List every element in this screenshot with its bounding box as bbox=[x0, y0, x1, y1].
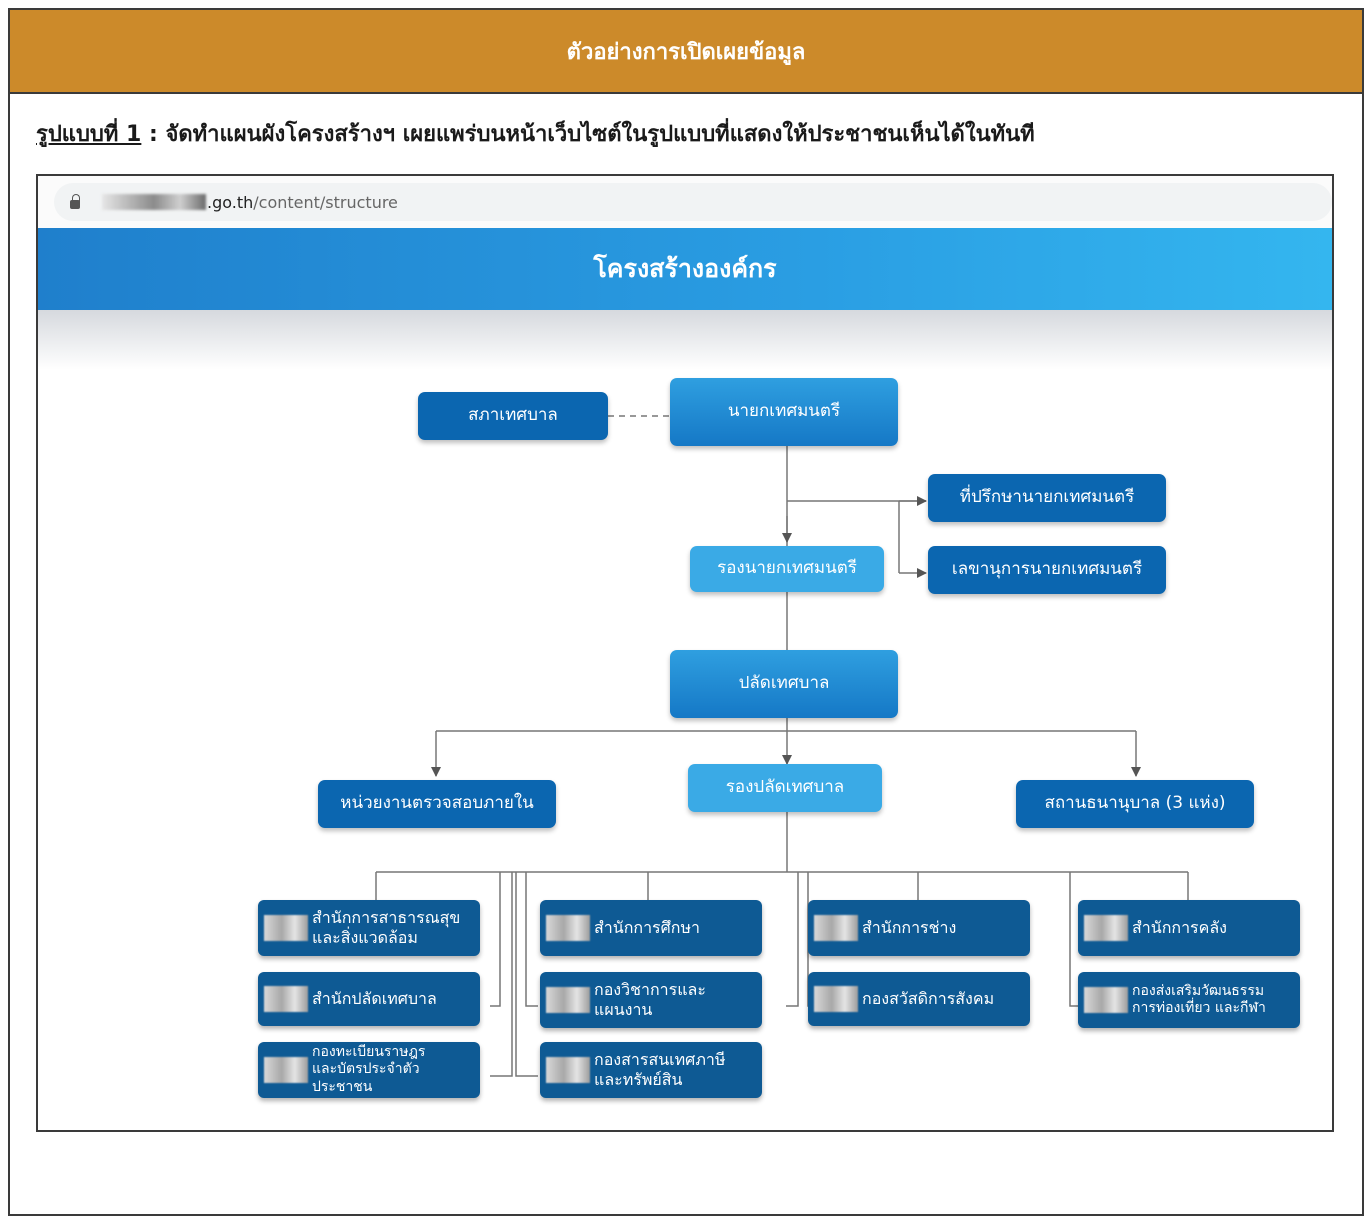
blurred-unit-number bbox=[814, 986, 858, 1012]
blurred-domain bbox=[102, 194, 206, 210]
blurred-unit-number bbox=[546, 987, 590, 1013]
unit-label: กองส่งเสริมวัฒนธรรมการท่องเที่ยว และกีฬา bbox=[1132, 982, 1266, 1017]
unit-academic: กองวิชาการและแผนงาน bbox=[540, 972, 762, 1028]
unit-clerk-office: สำนักปลัดเทศบาล bbox=[258, 972, 480, 1026]
header-shadow bbox=[38, 310, 1332, 370]
lock-icon bbox=[70, 193, 80, 209]
unit-label: กองวิชาการและแผนงาน bbox=[594, 980, 706, 1019]
unit-education: สำนักการศึกษา bbox=[540, 900, 762, 956]
node-mayor: นายกเทศมนตรี bbox=[670, 378, 898, 446]
blurred-unit-number bbox=[546, 915, 590, 941]
blurred-unit-number bbox=[1084, 915, 1128, 941]
unit-engineering: สำนักการช่าง bbox=[808, 900, 1030, 956]
unit-public-health: สำนักการสาธารณสุขและสิ่งแวดล้อม bbox=[258, 900, 480, 956]
org-chart-connectors bbox=[375, 415, 1189, 1077]
unit-it: กองสารสนเทศภาษีและทรัพย์สิน bbox=[540, 1042, 762, 1098]
banner-title: ตัวอย่างการเปิดเผยข้อมูล bbox=[566, 39, 806, 65]
unit-label: กองสวัสดิการสังคม bbox=[862, 989, 995, 1008]
url-field[interactable]: .go.th /content/structure bbox=[54, 183, 1332, 221]
node-deputy-mayor: รองนายกเทศมนตรี bbox=[690, 546, 884, 592]
url-domain: .go.th bbox=[207, 192, 254, 212]
document-frame: ตัวอย่างการเปิดเผยข้อมูล รูปแบบที่ 1 : จ… bbox=[8, 8, 1364, 1216]
browser-address-bar: .go.th /content/structure bbox=[38, 176, 1332, 228]
node-clerk: ปลัดเทศบาล bbox=[670, 650, 898, 718]
blurred-unit-number bbox=[814, 915, 858, 941]
blurred-unit-number bbox=[546, 1057, 590, 1083]
node-audit: หน่วยงานตรวจสอบภายใน bbox=[318, 780, 556, 828]
banner: ตัวอย่างการเปิดเผยข้อมูล bbox=[10, 10, 1362, 94]
unit-welfare: กองสวัสดิการสังคม bbox=[808, 972, 1030, 1026]
node-council: สภาเทศบาล bbox=[418, 392, 608, 440]
unit-label: สำนักการคลัง bbox=[1132, 918, 1227, 937]
format-label: รูปแบบที่ 1 bbox=[36, 122, 142, 147]
format-subtitle: รูปแบบที่ 1 : จัดทำแผนผังโครงสร้างฯ เผยแ… bbox=[36, 116, 1035, 151]
node-secretary: เลขานุการนายกเทศมนตรี bbox=[928, 546, 1166, 594]
unit-label: สำนักการสาธารณสุขและสิ่งแวดล้อม bbox=[312, 908, 461, 947]
unit-label: กองทะเบียนราษฎรและบัตรประจำตัวประชาชน bbox=[312, 1043, 426, 1095]
unit-label: สำนักการช่าง bbox=[862, 918, 957, 937]
url-path: /content/structure bbox=[253, 192, 398, 212]
node-deputy-clerk: รองปลัดเทศบาล bbox=[688, 764, 882, 812]
unit-culture: กองส่งเสริมวัฒนธรรมการท่องเที่ยว และกีฬา bbox=[1078, 972, 1300, 1028]
page-title: โครงสร้างองค์กร bbox=[593, 254, 777, 283]
page-header: โครงสร้างองค์กร bbox=[38, 228, 1332, 310]
blurred-unit-number bbox=[264, 986, 308, 1012]
unit-label: สำนักการศึกษา bbox=[594, 918, 701, 937]
blurred-unit-number bbox=[1084, 987, 1128, 1013]
blurred-unit-number bbox=[264, 1057, 308, 1083]
unit-label: กองสารสนเทศภาษีและทรัพย์สิน bbox=[594, 1050, 726, 1089]
unit-label: สำนักปลัดเทศบาล bbox=[312, 989, 437, 1008]
website-screenshot: .go.th /content/structure โครงสร้างองค์ก… bbox=[36, 174, 1334, 1132]
node-kindergarten: สถานธนานุบาล (3 แห่ง) bbox=[1016, 780, 1254, 828]
node-advisor: ที่ปรึกษานายกเทศมนตรี bbox=[928, 474, 1166, 522]
format-description: : จัดทำแผนผังโครงสร้างฯ เผยแพร่บนหน้าเว็… bbox=[141, 122, 1035, 147]
blurred-unit-number bbox=[264, 915, 308, 941]
unit-finance: สำนักการคลัง bbox=[1078, 900, 1300, 956]
unit-registration: กองทะเบียนราษฎรและบัตรประจำตัวประชาชน bbox=[258, 1042, 480, 1098]
